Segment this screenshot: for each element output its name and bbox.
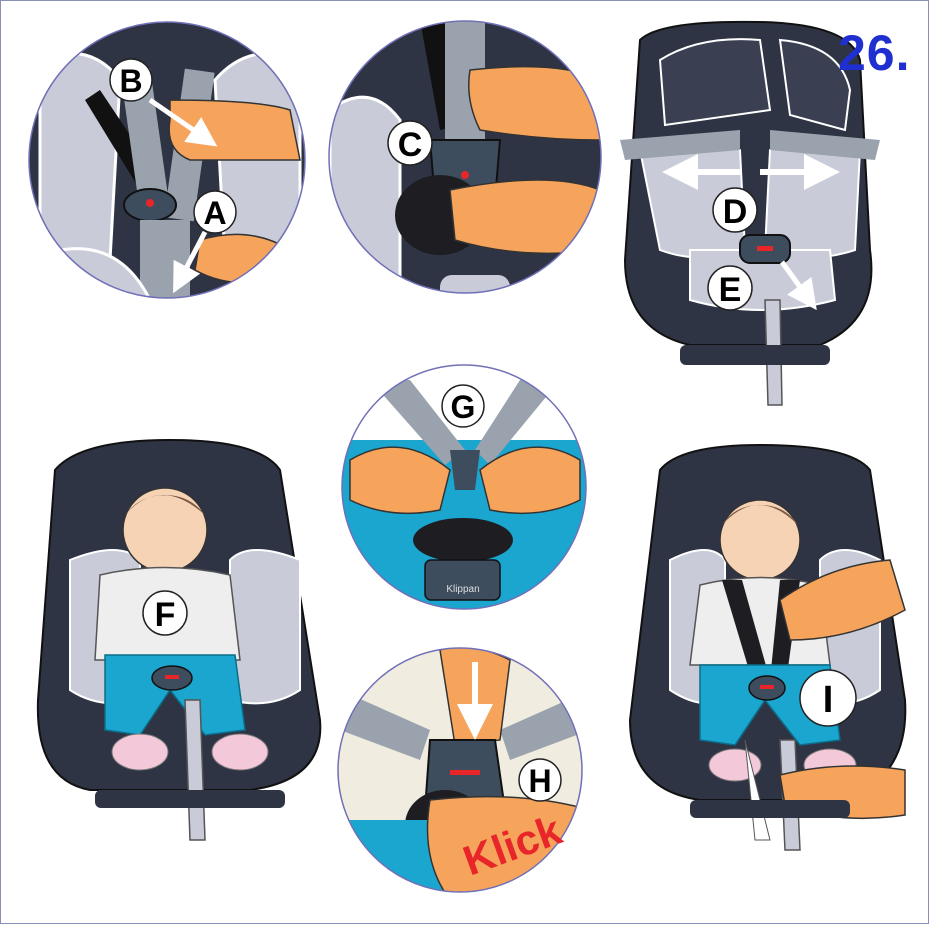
label-h-badge: H bbox=[519, 759, 561, 801]
panel-ab-circle bbox=[20, 20, 320, 310]
step-number: 26. bbox=[838, 24, 911, 82]
label-f: F bbox=[155, 596, 176, 634]
seat-i-illustration bbox=[630, 445, 905, 850]
label-b: B bbox=[119, 63, 142, 99]
label-e-badge: E bbox=[708, 266, 752, 310]
panel-c-circle bbox=[320, 15, 620, 305]
label-a-badge: A bbox=[194, 191, 236, 233]
label-f-badge: F bbox=[143, 591, 187, 635]
label-c: C bbox=[398, 126, 423, 164]
seat-f-illustration bbox=[38, 440, 320, 840]
label-g: G bbox=[451, 389, 476, 425]
label-b-badge: B bbox=[110, 59, 152, 101]
label-h: H bbox=[528, 763, 551, 799]
label-i-badge: I bbox=[800, 670, 856, 726]
label-g-badge: G bbox=[442, 385, 484, 427]
label-e: E bbox=[719, 271, 742, 309]
buckle-brand-label: Klippan bbox=[446, 584, 479, 595]
label-a: A bbox=[203, 195, 226, 231]
label-i: I bbox=[823, 679, 834, 721]
label-d: D bbox=[723, 193, 748, 231]
label-d-badge: D bbox=[713, 188, 757, 232]
label-c-badge: C bbox=[388, 121, 432, 165]
